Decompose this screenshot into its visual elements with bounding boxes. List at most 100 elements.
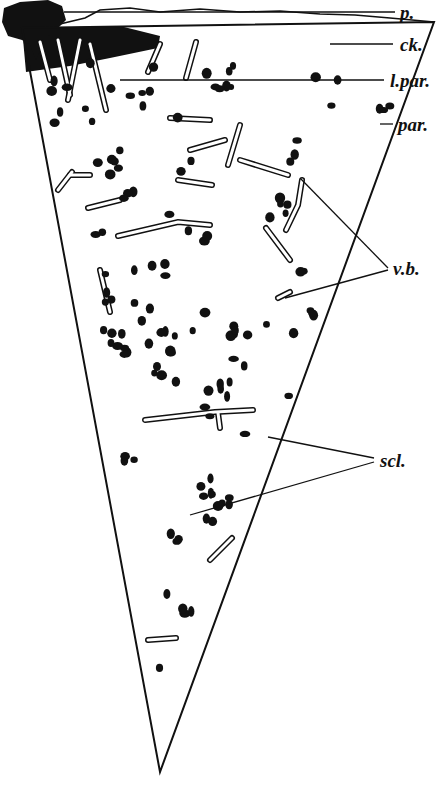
sclerenchyma-dot [156,328,166,337]
sclerenchyma-dot [231,326,238,335]
sclerenchyma-dot [119,195,129,202]
sclerenchyma-dot [149,62,158,71]
sclerenchyma-dot [156,664,163,672]
sclerenchyma-dot [284,393,293,399]
sclerenchyma-dot [241,361,248,370]
sclerenchyma-dot [145,339,154,349]
part-label: par. [398,115,428,134]
sclerenchyma-dot [86,58,95,68]
part-label: p. [400,3,414,22]
sclerenchyma-dot [107,329,116,338]
sclerenchyma-dot [292,137,301,144]
sclerenchyma-dot [106,84,115,93]
sclerenchyma-dot [108,339,115,347]
sclerenchyma-dot [311,72,321,82]
sclerenchyma-dot [140,101,147,110]
sclerenchyma-dot [379,107,388,113]
sclerenchyma-dot [103,287,110,298]
sclerenchyma-dot [204,385,214,395]
sclerenchyma-dot [263,321,270,328]
sclerenchyma-dot [100,326,107,334]
sclerenchyma-dot [156,370,167,380]
sclerenchyma-dot [202,68,212,79]
sclerenchyma-dot [120,452,130,461]
sclerenchyma-dot [82,106,89,113]
sclerenchyma-dot [146,87,154,96]
part-label: v.b. [393,259,420,278]
sclerenchyma-dot [126,93,135,99]
sclerenchyma-dot [148,261,157,271]
sclerenchyma-dot [120,351,129,358]
sclerenchyma-dot [102,271,109,277]
sclerenchyma-dot [228,356,239,362]
sclerenchyma-dot [107,155,117,164]
sector-outline [22,22,434,772]
sclerenchyma-dot [146,304,154,314]
periderm-blob [2,0,66,60]
sclerenchyma-dot [116,147,123,155]
sclerenchyma-dot [265,212,274,222]
sclerenchyma-dot [178,604,187,614]
sclerenchyma-dot [199,493,208,500]
sclerenchyma-dot [226,67,233,75]
sclerenchyma-dot [240,431,251,437]
leader-lines [64,12,395,515]
sclerenchyma-dot [217,384,224,394]
sclerenchyma-dot [200,404,211,411]
sclerenchyma-dot [295,267,305,277]
sclerenchyma-dot [57,107,63,117]
sclerenchyma-dot [172,332,178,339]
sclerenchyma-dot [196,482,205,491]
sclerenchyma-dot [114,165,123,172]
sclerenchyma-dot [51,76,58,87]
sclerenchyma-dot [172,377,180,387]
sclerenchyma-dot [167,529,175,539]
sclerenchyma-dot [91,231,101,238]
sclerenchyma-dot [205,413,214,419]
sclerenchyma-dot [166,349,176,356]
sclerenchyma-dot [227,378,233,387]
sclerenchyma-dot [176,167,185,176]
sclerenchyma-dot [165,346,176,357]
sclerenchyma-dot [190,327,196,334]
sclerenchyma-dot [46,86,57,96]
sclerenchyma-dot [327,102,335,108]
sclerenchyma-dot [283,210,289,217]
sclerenchyma-dot [224,391,230,402]
sclerenchyma-dot [131,265,138,275]
sclerenchyma-dot [188,606,194,617]
sclerenchyma-dot [202,231,212,241]
sclerenchyma-dot [89,118,95,125]
sclerenchyma-dot [174,535,182,543]
sclerenchyma-dot [118,329,126,339]
sclerenchyma-dot [277,201,284,208]
part-label: scl. [380,451,406,470]
sclerenchyma-dot [130,456,137,463]
sclerenchyma-dot [200,308,211,318]
part-label: l.par. [390,71,430,90]
sclerenchyma-dot [160,259,169,269]
sclerenchyma-dot [185,226,192,235]
sclerenchyma-dot [153,362,161,371]
sclerenchyma-dot [131,299,139,307]
sclerenchyma-dot [215,85,224,92]
sclerenchyma-dot [289,328,298,338]
sclerenchyma-dot [308,310,316,317]
sclerenchyma-dot [163,589,170,599]
sclerenchyma-dots [46,58,394,672]
sclerenchyma-dot [207,473,213,483]
sclerenchyma-dot [93,158,103,167]
part-label: ck. [400,35,423,54]
sclerenchyma-dot [173,113,183,123]
cork-surface [60,8,434,24]
sclerenchyma-dot [164,211,174,218]
sclerenchyma-dot [105,169,116,179]
vascular-bundles [40,40,302,640]
sclerenchyma-dot [283,201,291,209]
sclerenchyma-dot [187,157,194,165]
sclerenchyma-dot [208,491,216,498]
sclerenchyma-dot [203,514,210,524]
sclerenchyma-dot [243,330,252,339]
sclerenchyma-dot [62,84,73,92]
